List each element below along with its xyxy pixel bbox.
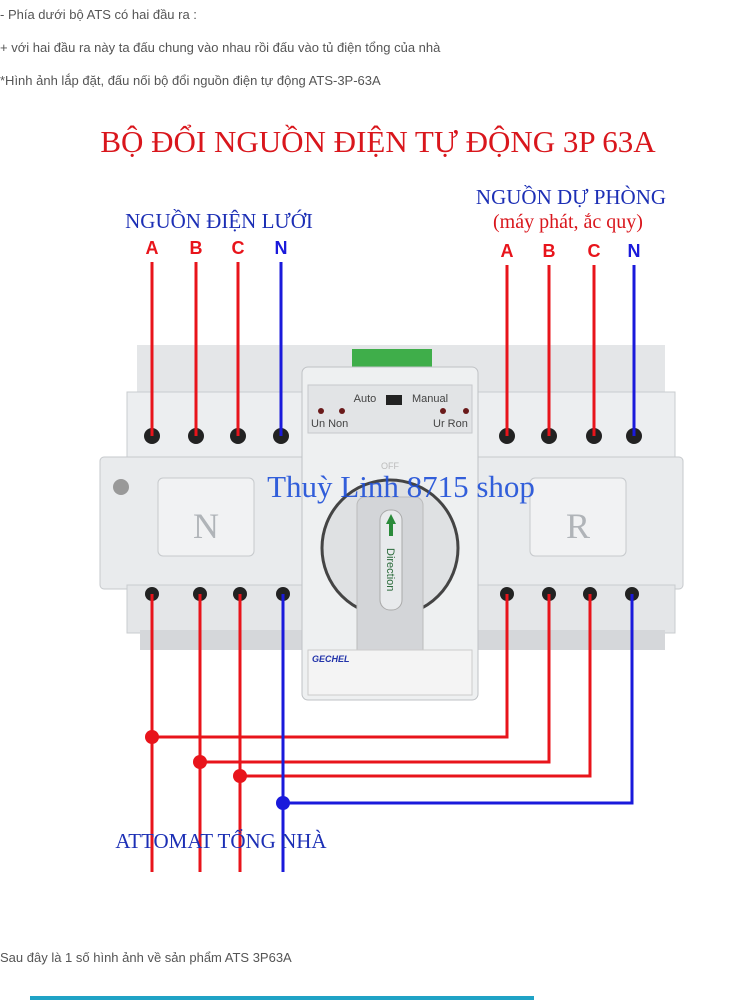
left-source-label: NGUỒN ĐIỆN LƯỚI — [125, 209, 313, 233]
bottom-label: ATTOMAT TỔNG NHÀ — [115, 829, 327, 853]
phase-label-right-b: B — [543, 241, 556, 261]
paragraph-3: *Hình ảnh lắp đặt, đấu nối bộ đổi nguồn … — [0, 73, 381, 88]
mode-manual-label: Manual — [412, 393, 448, 405]
figure-title: BỘ ĐỔI NGUỒN ĐIỆN TỰ ĐỘNG 3P 63A — [100, 123, 656, 159]
phase-label-left-n: N — [275, 238, 288, 258]
phase-label-left-a: A — [146, 238, 159, 258]
junction-dot — [276, 796, 290, 810]
handle-label: Direction — [384, 548, 396, 591]
off-label: OFF — [381, 461, 399, 471]
ats-wiring-diagram: BỘ ĐỔI NGUỒN ĐIỆN TỰ ĐỘNG 3P 63A NGUỒN Đ… — [99, 123, 684, 872]
phase-label-right-a: A — [501, 241, 514, 261]
right-source-sub: (máy phát, ắc quy) — [493, 211, 643, 233]
panel-n-label: N — [193, 506, 219, 546]
mode-switch — [386, 395, 402, 405]
phase-label-left-c: C — [232, 238, 245, 258]
led-left-label: Un Non — [311, 418, 348, 430]
junction-dot — [233, 769, 247, 783]
footer-text: Sau đây là 1 số hình ảnh về sản phẩm ATS… — [0, 950, 292, 965]
wire-join-b — [200, 594, 551, 764]
phase-label-right-c: C — [588, 241, 601, 261]
phase-label-left-b: B — [190, 238, 203, 258]
next-image-border — [30, 996, 534, 1000]
panel-r-label: R — [566, 506, 590, 546]
ats-device: N R Auto Manual Un Non Ur Ron OFF Direct… — [99, 345, 684, 701]
mode-auto-label: Auto — [354, 393, 377, 405]
phase-label-right-n: N — [628, 241, 641, 261]
arrow-up-icon — [386, 514, 396, 536]
wire-join-a — [152, 594, 509, 739]
wire-join-n — [283, 594, 634, 805]
watermark: Thuỳ Linh 8715 shop — [267, 469, 535, 504]
junction-dot — [145, 730, 159, 744]
brand-label: GECHEL — [312, 654, 350, 664]
right-source-label: NGUỒN DỰ PHÒNG — [476, 185, 666, 209]
paragraph-2: + với hai đầu ra này ta đấu chung vào nh… — [0, 40, 441, 55]
paragraph-1: - Phía dưới bộ ATS có hai đầu ra : — [0, 7, 197, 22]
junction-dot — [193, 755, 207, 769]
led-right-label: Ur Ron — [433, 418, 468, 430]
wire-join-c — [240, 594, 592, 778]
